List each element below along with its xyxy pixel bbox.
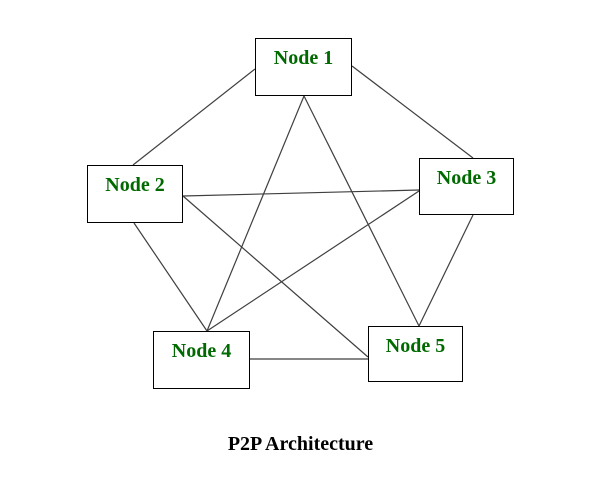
node-box-node5: Node 5 xyxy=(368,326,463,382)
edge-node2-node3 xyxy=(182,189,420,197)
edge-node3-node4 xyxy=(206,190,420,332)
node-label: Node 3 xyxy=(436,167,497,189)
edge-node1-node5 xyxy=(303,95,420,327)
edge-node1-node2 xyxy=(132,68,256,166)
node-label: Node 2 xyxy=(105,174,165,196)
node-box-node3: Node 3 xyxy=(419,158,514,215)
node-label: Node 4 xyxy=(171,340,232,362)
node-box-node4: Node 4 xyxy=(153,331,250,389)
node-label: Node 1 xyxy=(273,47,334,69)
diagram-title: P2P Architecture xyxy=(227,433,374,455)
node-label: Node 5 xyxy=(385,335,446,357)
edge-node1-node4 xyxy=(206,95,305,332)
edge-node2-node5 xyxy=(182,195,369,358)
node-box-node2: Node 2 xyxy=(87,165,183,223)
node-box-node1: Node 1 xyxy=(255,38,352,96)
edge-node2-node4 xyxy=(133,222,208,332)
edge-node3-node5 xyxy=(418,214,474,327)
edge-node1-node3 xyxy=(351,65,474,159)
